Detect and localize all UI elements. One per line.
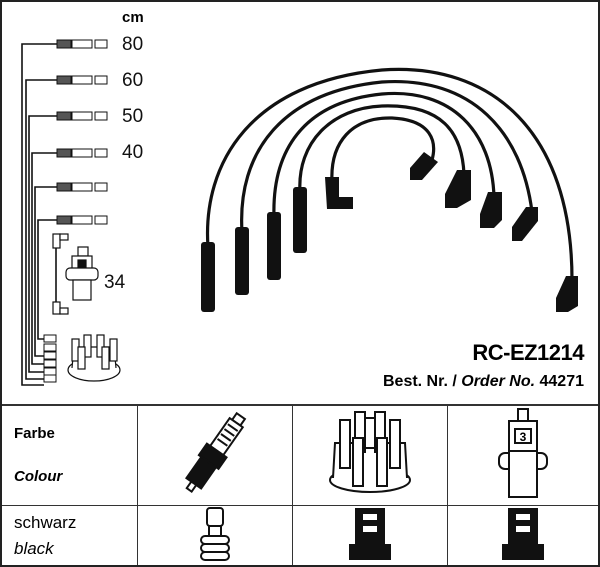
ignition-coil-cell: 3 xyxy=(446,404,598,506)
spark-plug-cell xyxy=(136,404,293,506)
plug-connector-icon xyxy=(71,182,93,192)
order-number: 44271 xyxy=(539,373,585,390)
distributor-terminal-icon xyxy=(348,507,391,560)
plug-connector-icon xyxy=(56,75,72,85)
order-number-line: Best. Nr. / Order No. 44271 xyxy=(383,373,584,391)
coil-digit: 3 xyxy=(519,430,526,444)
length-label: 40 xyxy=(122,142,144,163)
plug-connector-icon xyxy=(56,39,72,49)
unit-label: cm xyxy=(122,9,144,26)
plug-connector-icon xyxy=(71,148,93,158)
cap-terminal-cell xyxy=(291,504,448,565)
plug-connector-icon xyxy=(94,182,108,192)
length-label: 60 xyxy=(122,70,144,91)
cap-post-icon xyxy=(83,334,92,358)
cap-post-icon xyxy=(109,338,118,362)
coil-terminal-icon xyxy=(501,507,544,560)
plug-connector-icon xyxy=(56,182,72,192)
cable-set-schematic xyxy=(21,39,121,386)
plug-connector-icon xyxy=(71,39,93,49)
ignition-coil-icon: 3 xyxy=(497,407,548,498)
cap-connector-icon xyxy=(43,374,57,383)
cap-post-icon xyxy=(101,346,110,370)
spark-plug-icon xyxy=(184,411,246,493)
cap-post-icon xyxy=(77,346,86,370)
plug-connector-icon xyxy=(56,215,72,225)
spark-plug-terminal-icon xyxy=(199,506,230,561)
cap-connector-icon xyxy=(43,343,57,352)
color-en: black xyxy=(14,539,54,559)
length-label: 80 xyxy=(122,34,144,55)
header-cell: Farbe Colour xyxy=(2,404,138,506)
plug-connector-icon xyxy=(94,111,108,121)
length-label: 50 xyxy=(122,106,144,127)
coil-length-label: 34 xyxy=(104,272,126,293)
plug-connector-icon xyxy=(71,75,93,85)
product-code: RC-EZ1214 xyxy=(472,340,584,365)
plug-connector-icon xyxy=(71,215,93,225)
order-label: Order No. xyxy=(461,373,536,390)
cap-connector-icon xyxy=(43,359,57,368)
plug-connector-icon xyxy=(94,215,108,225)
cap-connector-icon xyxy=(43,367,57,376)
cap-connector-icon xyxy=(43,334,57,343)
order-prefix: Best. Nr. / xyxy=(382,373,457,390)
plug-connector-icon xyxy=(94,39,108,49)
cap-post-icon xyxy=(96,334,105,358)
color-de: schwarz xyxy=(14,513,77,533)
distributor-cap-icon xyxy=(328,410,411,493)
ignition-cables-illustration xyxy=(201,67,578,312)
color-cell: schwarz black xyxy=(2,504,138,565)
plug-connector-icon xyxy=(71,111,93,121)
plug-connector-icon xyxy=(56,148,72,158)
plug-connector-icon xyxy=(94,148,108,158)
plug-connector-icon xyxy=(94,75,108,85)
connector-table: Farbe Colour xyxy=(2,404,598,565)
header-colour: Colour xyxy=(14,468,63,486)
header-farbe: Farbe xyxy=(14,425,55,443)
coil-terminal-cell xyxy=(446,504,598,565)
plug-connector-icon xyxy=(56,111,72,121)
cap-connector-icon xyxy=(43,351,57,360)
distributor-cap-cell xyxy=(291,404,448,506)
plug-terminal-cell xyxy=(136,504,293,565)
